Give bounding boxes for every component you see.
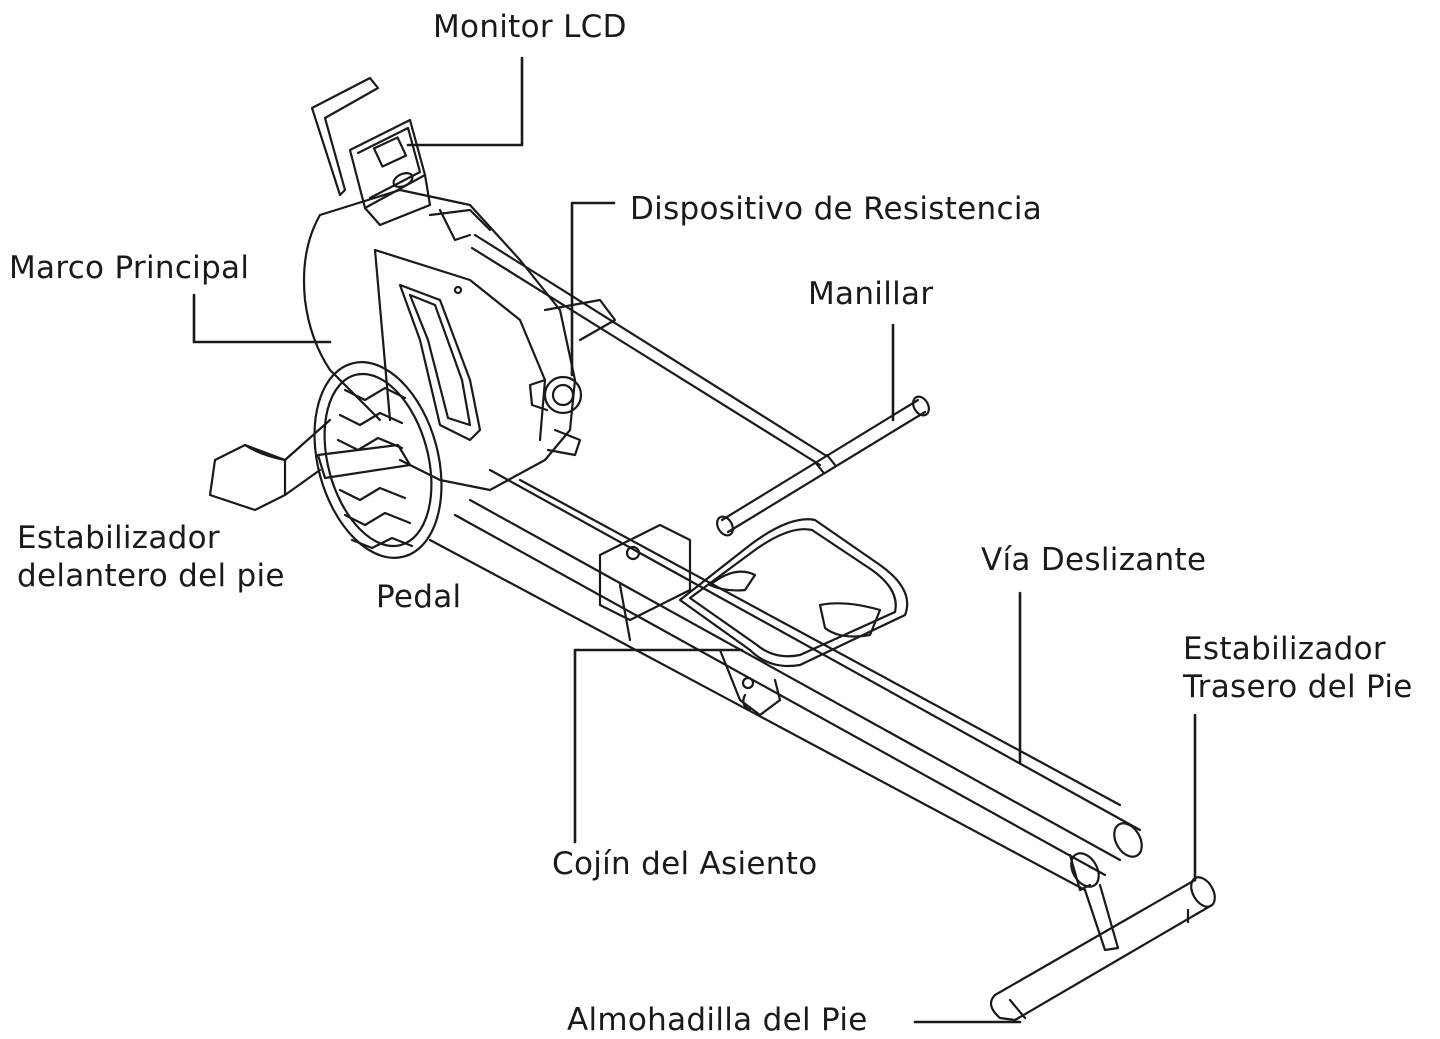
main-frame-housing — [302, 188, 617, 492]
pedal — [313, 361, 443, 559]
label-resistance-device: Dispositivo de Resistencia — [630, 191, 1043, 227]
seat-carriage — [598, 523, 692, 642]
handlebar — [716, 395, 930, 537]
lcd-monitor — [310, 76, 432, 227]
rear-stabilizer — [989, 876, 1216, 1022]
label-front-stabilizer: Estabilizador delantero del pie — [17, 520, 285, 594]
label-handlebar: Manillar — [808, 276, 934, 312]
seat-cushion — [678, 518, 909, 717]
leader-monitor-lcd — [406, 56, 524, 147]
label-monitor-lcd: Monitor LCD — [433, 9, 627, 45]
leader-resistance — [570, 201, 616, 377]
label-foot-pad: Almohadilla del Pie — [567, 1002, 868, 1038]
label-main-frame: Marco Principal — [9, 250, 250, 286]
slide-rail — [428, 468, 1143, 892]
label-rear-stabilizer: Estabilizador Trasero del Pie — [1183, 631, 1413, 705]
leader-lines — [192, 56, 1197, 1024]
resistance-knob — [528, 375, 583, 415]
label-seat-cushion: Cojín del Asiento — [552, 846, 818, 882]
label-pedal: Pedal — [376, 579, 462, 615]
front-stabilizer — [208, 418, 332, 512]
pull-strap — [470, 233, 827, 467]
leader-main-frame — [192, 293, 332, 344]
rear-support-leg — [1083, 883, 1120, 952]
leader-seat-cushion — [573, 648, 744, 844]
label-slide-rail: Vía Deslizante — [981, 542, 1207, 578]
